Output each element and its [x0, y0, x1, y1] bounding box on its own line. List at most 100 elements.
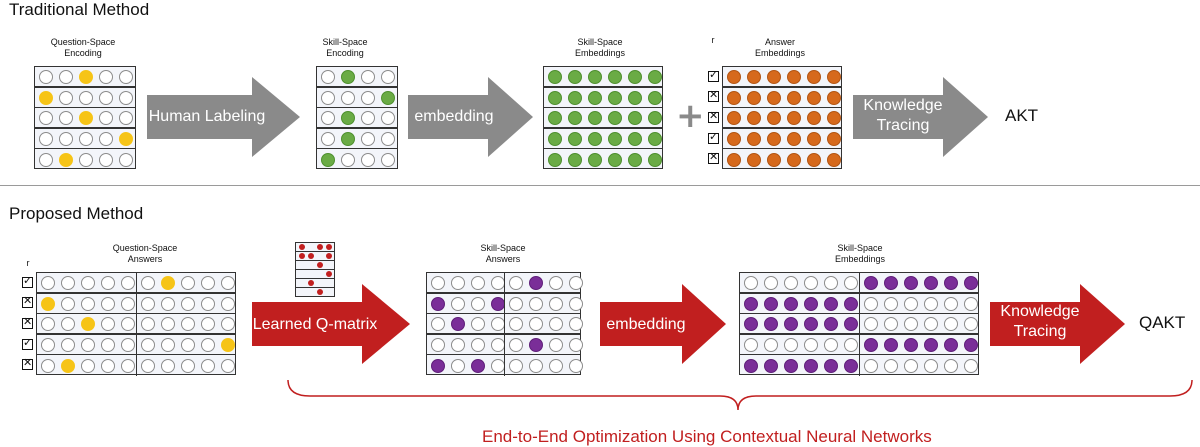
green-filled-cell: [648, 132, 662, 147]
section-divider: [0, 185, 1200, 186]
purple-filled-cell: [824, 317, 838, 332]
matrix-row: [34, 86, 136, 108]
yellow-filled-cell: [39, 90, 53, 105]
yellow-filled-cell: [221, 338, 235, 353]
green-filled-cell: [608, 111, 622, 126]
optimization-bracket-path: [287, 379, 1193, 411]
empty-cell: [381, 111, 395, 126]
yellow-filled-cell: [79, 70, 93, 85]
q-matrix-dot: [326, 244, 332, 250]
green-filled-cell: [341, 132, 355, 147]
purple-filled-cell: [964, 276, 978, 291]
empty-cell: [491, 338, 505, 353]
empty-cell: [101, 296, 115, 311]
orange-filled-cell: [767, 111, 781, 126]
x-mark-icon: ✕: [23, 315, 33, 328]
green-filled-cell: [548, 132, 562, 147]
green-filled-cell: [568, 70, 582, 85]
matrix-split-line: [859, 272, 860, 376]
matrix-row: [722, 127, 842, 149]
empty-cell: [471, 317, 485, 332]
trad-embedding-label: embedding: [414, 108, 494, 125]
green-filled-cell: [588, 111, 602, 126]
empty-cell: [824, 338, 838, 353]
optimization-bracket: [287, 379, 1193, 411]
skill-space-encoding-caption: Skill-Space Encoding: [322, 37, 368, 58]
empty-cell: [141, 358, 155, 373]
empty-cell: [99, 70, 113, 85]
orange-filled-cell: [787, 152, 801, 167]
empty-cell: [569, 338, 583, 353]
empty-cell: [964, 296, 978, 311]
proposed-method-title: Proposed Method: [9, 204, 144, 223]
empty-cell: [181, 317, 195, 332]
empty-cell: [101, 338, 115, 353]
empty-cell: [99, 111, 113, 126]
yellow-filled-cell: [81, 317, 95, 332]
empty-cell: [884, 317, 898, 332]
empty-cell: [509, 338, 523, 353]
purple-filled-cell: [904, 276, 918, 291]
matrix-row: [543, 148, 663, 170]
empty-cell: [119, 111, 133, 126]
purple-filled-cell: [451, 317, 465, 332]
end-to-end-optimization-label: End-to-End Optimization Using Contextual…: [482, 427, 932, 446]
empty-cell: [549, 317, 563, 332]
empty-cell: [121, 338, 135, 353]
trad-r-label: r: [711, 35, 715, 45]
matrix-row: [722, 86, 842, 108]
empty-cell: [944, 296, 958, 311]
q-matrix-dot: [317, 244, 323, 250]
empty-cell: [764, 338, 778, 353]
orange-filled-cell: [727, 111, 741, 126]
purple-filled-cell: [764, 358, 778, 373]
orange-filled-cell: [807, 90, 821, 105]
matrix-row: [316, 66, 398, 88]
purple-filled-cell: [804, 317, 818, 332]
purple-filled-cell: [784, 317, 798, 332]
plus-sign: +: [676, 96, 705, 136]
yellow-filled-cell: [161, 276, 175, 291]
skill-space-embeddings-caption: Skill-Space Embeddings: [574, 37, 626, 58]
orange-filled-cell: [767, 70, 781, 85]
matrix-row: [34, 148, 136, 170]
empty-cell: [81, 296, 95, 311]
empty-cell: [804, 338, 818, 353]
purple-filled-cell: [924, 276, 938, 291]
proposed-response-column: ✓✕✕✓✕: [20, 272, 36, 375]
answer-embeddings-matrix: [722, 66, 842, 170]
empty-cell: [884, 296, 898, 311]
matrix-split-line: [504, 272, 505, 376]
empty-cell: [491, 276, 505, 291]
empty-cell: [904, 358, 918, 373]
empty-cell: [944, 358, 958, 373]
empty-cell: [39, 152, 53, 167]
green-filled-cell: [341, 70, 355, 85]
x-box-icon: ✕: [22, 356, 33, 371]
purple-filled-cell: [924, 338, 938, 353]
empty-cell: [39, 132, 53, 147]
green-filled-cell: [608, 70, 622, 85]
x-box-icon: ✕: [22, 315, 33, 329]
empty-cell: [221, 317, 235, 332]
green-filled-cell: [628, 132, 642, 147]
check-box-icon: ✓: [708, 68, 719, 82]
empty-cell: [121, 296, 135, 311]
x-box-icon: ✕: [708, 150, 719, 165]
empty-cell: [361, 132, 375, 147]
purple-filled-cell: [864, 276, 878, 291]
purple-filled-cell: [744, 358, 758, 373]
matrix-row: [426, 313, 583, 335]
skill-space-answers-caption: Skill-Space Answers: [480, 243, 526, 264]
check-mark-icon: ✓: [709, 129, 719, 143]
purple-filled-cell: [824, 358, 838, 373]
learned-qmatrix-arrow-shape: [252, 284, 410, 364]
q-matrix-dot: [326, 271, 332, 277]
skill-space-embeddings-matrix: [543, 66, 663, 170]
q-matrix-dot: [308, 280, 314, 286]
empty-cell: [864, 358, 878, 373]
q-matrix-icon: [295, 242, 335, 297]
matrix-row: [426, 292, 583, 314]
matrix-row: [316, 148, 398, 170]
empty-cell: [804, 276, 818, 291]
